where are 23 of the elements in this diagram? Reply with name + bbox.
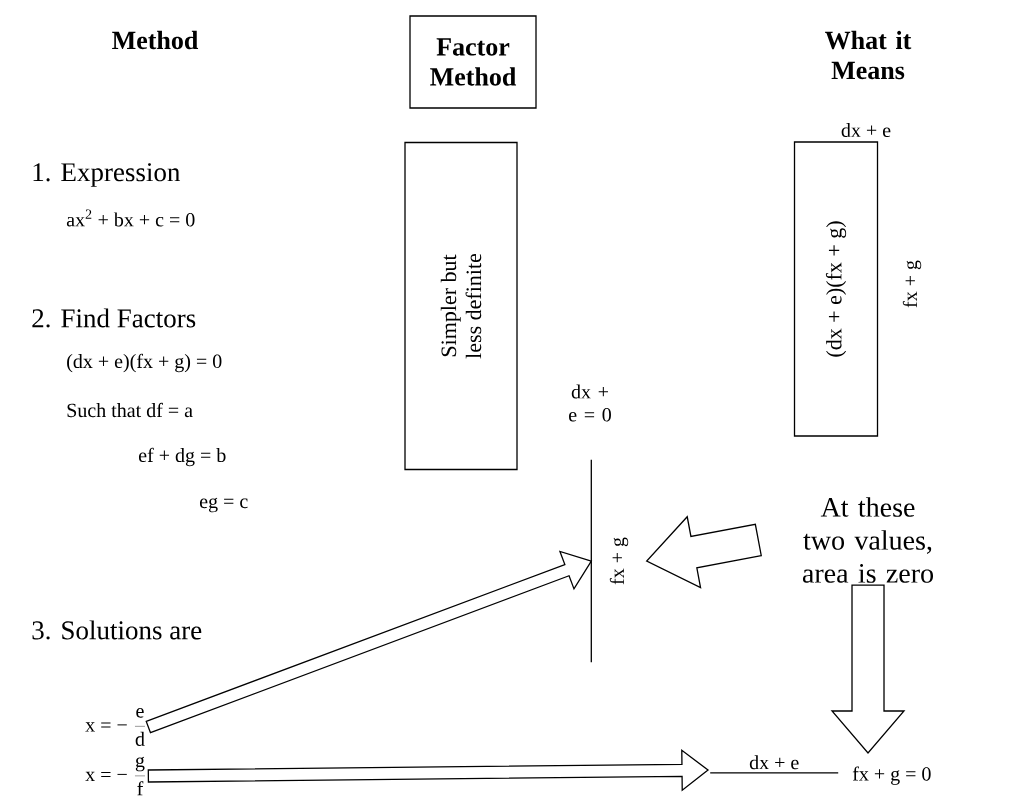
step-heading: 2. Find Factors (32, 308, 196, 328)
equation: (dx + e)(fx + g) = 0 (67, 353, 222, 373)
block-arrow (830, 584, 906, 754)
condition: ef + dg = b (139, 447, 226, 467)
result-formula: dx + e fx + g = 0 (709, 755, 931, 785)
area-rectangle: (dx + e)(fx + g) (793, 141, 879, 437)
heading-box: Factor Method (409, 15, 537, 109)
side-label: fx + g (902, 260, 922, 308)
labelled-line: fx + g (590, 459, 629, 663)
condition: eg = c (200, 497, 248, 513)
equation-label: dx + e = 0 (569, 384, 611, 422)
block-arrow (147, 748, 710, 792)
solution-formula: x = − g f (85, 756, 146, 796)
note-text: At these two values, area is zero (802, 497, 933, 583)
step-heading: 3. Solutions are (32, 620, 202, 640)
text-box: Simpler but less definite (404, 141, 518, 471)
column-heading: What it Means (825, 30, 912, 80)
step-heading: 1. Expression (33, 163, 181, 187)
column-heading: Method (112, 30, 199, 50)
equation: ax$^{2}$ + bx + c = 0 (66, 209, 195, 227)
condition: Such that df = a (67, 402, 193, 418)
block-arrow (145, 550, 593, 734)
side-label: dx + e (841, 122, 891, 138)
